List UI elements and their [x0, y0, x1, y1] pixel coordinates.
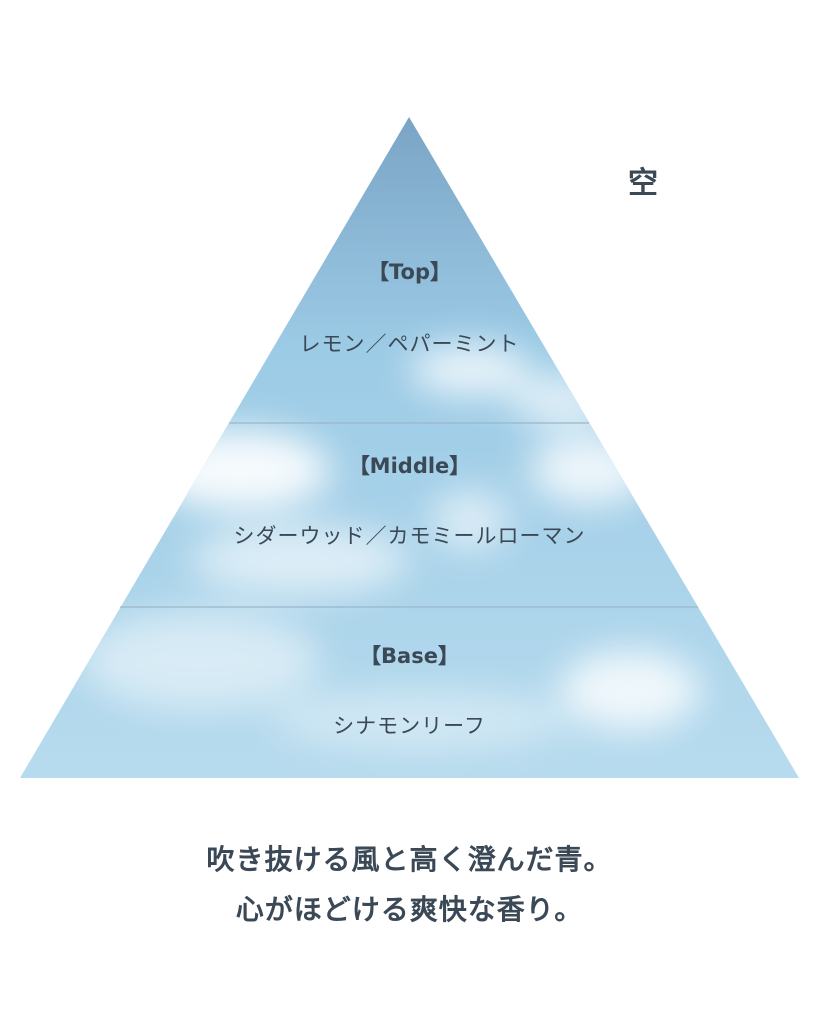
clouds — [80, 345, 700, 750]
base-tier-label: 【Base】 — [360, 644, 459, 668]
scent-title: 空 — [628, 166, 658, 201]
base-tier-notes: シナモンリーフ — [333, 714, 486, 738]
top-tier-notes: レモン／ペパーミント — [299, 332, 520, 356]
top-tier-label: 【Top】 — [368, 260, 451, 284]
middle-tier-notes: シダーウッド／カモミールローマン — [233, 524, 586, 548]
middle-tier-label: 【Middle】 — [348, 454, 471, 478]
description-line: 心がほどける爽快な香り。 — [235, 893, 584, 926]
description-line: 吹き抜ける風と高く澄んだ青。 — [206, 843, 613, 876]
